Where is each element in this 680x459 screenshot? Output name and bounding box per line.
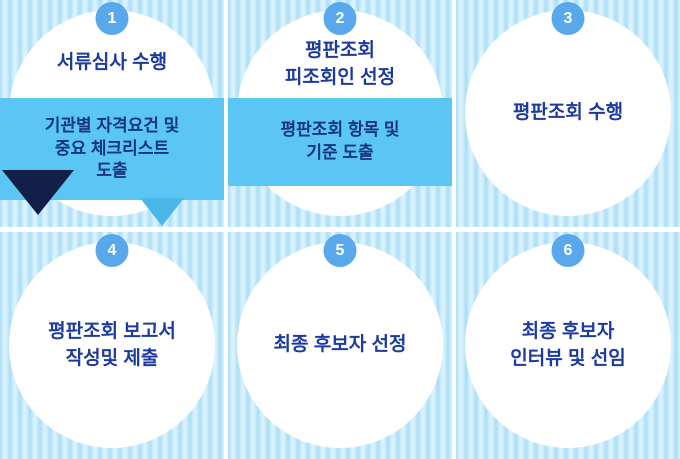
step-cell-1: 1 서류심사 수행 기관별 자격요건 및 중요 체크리스트 도출 — [0, 0, 224, 227]
step-number: 2 — [335, 9, 345, 27]
step-cell-3: 3 평판조회 수행 — [456, 0, 680, 227]
step-cell-5: 5 최종 후보자 선정 — [228, 232, 452, 459]
step-detail-box: 기관별 자격요건 및 중요 체크리스트 도출 — [0, 98, 224, 200]
step-cell-6: 6 최종 후보자 인터뷰 및 선임 — [456, 232, 680, 459]
step-title: 평판조회 수행 — [512, 102, 624, 124]
dark-triangle-shape — [2, 170, 74, 215]
step-title: 평판조회 보고서 작성및 제출 — [48, 320, 176, 369]
step-number-badge: 3 — [551, 2, 585, 35]
step-circle — [465, 10, 671, 216]
step-number-badge: 2 — [323, 2, 357, 35]
step-number: 4 — [107, 241, 117, 259]
step-number-badge: 1 — [95, 2, 129, 35]
step-circle — [465, 242, 671, 448]
step-title: 평판조회 피조회인 선정 — [284, 40, 396, 88]
step-circle — [237, 242, 443, 448]
step-number-badge: 4 — [95, 234, 129, 267]
step-number: 3 — [563, 9, 573, 27]
step-cell-2: 2 평판조회 피조회인 선정 평판조회 항목 및 기준 도출 — [228, 0, 452, 227]
step-detail-box: 평판조회 항목 및 기준 도출 — [228, 98, 452, 186]
step-circle — [9, 242, 215, 448]
step-title: 최종 후보자 선정 — [273, 334, 407, 356]
step-number-badge: 6 — [551, 234, 585, 267]
tail-triangle-shape — [140, 198, 184, 226]
step-number: 6 — [563, 241, 573, 259]
step-number-badge: 5 — [323, 234, 357, 267]
step-title: 최종 후보자 인터뷰 및 선임 — [510, 320, 626, 369]
step-title: 서류심사 수행 — [56, 52, 168, 73]
step-number: 1 — [107, 9, 117, 27]
step-number: 5 — [335, 241, 345, 259]
step-cell-4: 4 평판조회 보고서 작성및 제출 — [0, 232, 224, 459]
